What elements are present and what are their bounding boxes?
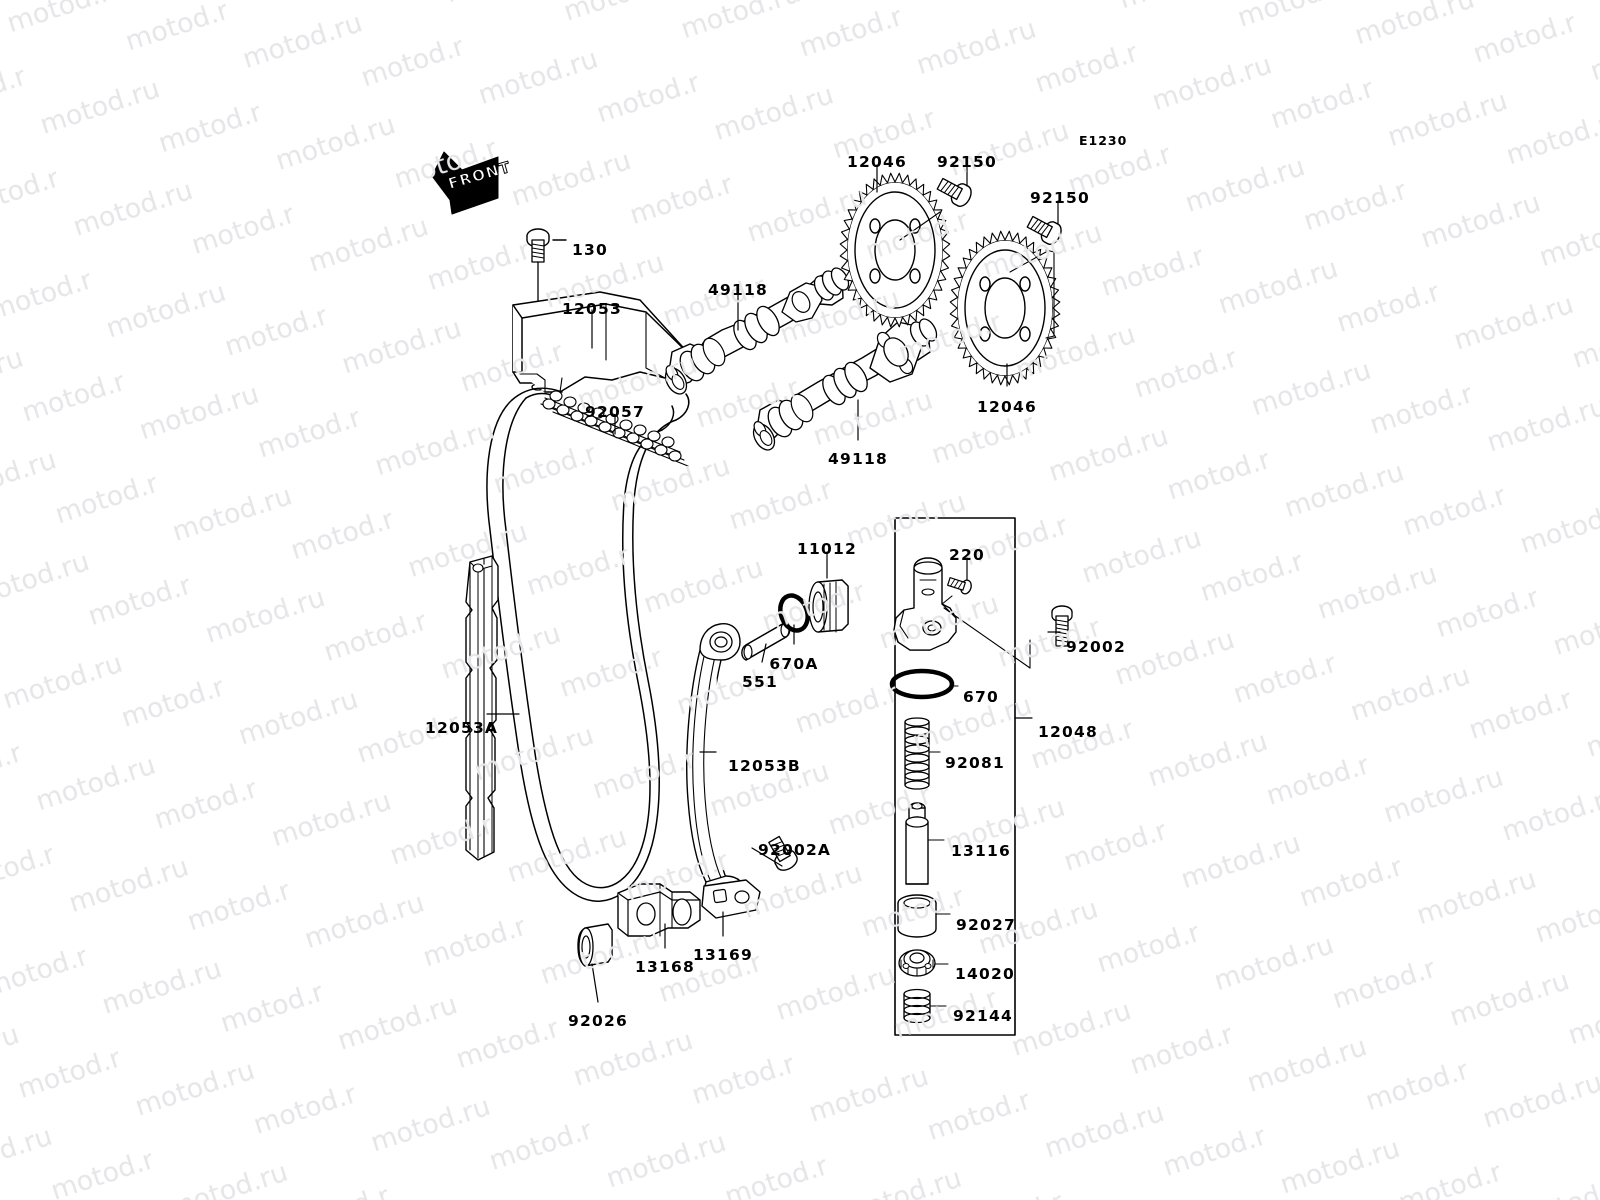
part-callout-670a: 670A xyxy=(769,655,819,673)
part-callout-49118: 49118 xyxy=(828,450,888,468)
part-callout-92026: 92026 xyxy=(568,1012,628,1030)
part-callout-551: 551 xyxy=(742,673,778,691)
part-callout-13169: 13169 xyxy=(693,946,753,964)
part-callout-92002: 92002 xyxy=(1066,638,1126,656)
part-callout-92144: 92144 xyxy=(953,1007,1013,1025)
part-callout-92150: 92150 xyxy=(937,153,997,171)
part-callout-130: 130 xyxy=(572,241,608,259)
part-callout-12053a: 12053A xyxy=(425,719,499,737)
part-callout-11012: 11012 xyxy=(797,540,857,558)
part-callout-92002a: 92002A xyxy=(758,841,832,859)
part-callout-670: 670 xyxy=(963,688,999,706)
part-callout-92027: 92027 xyxy=(956,916,1016,934)
part-callout-13116: 13116 xyxy=(951,842,1011,860)
part-callout-12048: 12048 xyxy=(1038,723,1098,741)
part-callout-12053b: 12053B xyxy=(728,757,801,775)
part-callout-12046: 12046 xyxy=(847,153,907,171)
part-callout-92081: 92081 xyxy=(945,754,1005,772)
part-callout-12053: 12053 xyxy=(562,300,622,318)
part-callout-14020: 14020 xyxy=(955,965,1015,983)
part-callout-92057: 92057 xyxy=(585,403,645,421)
part-callout-92150: 92150 xyxy=(1030,189,1090,207)
part-callout-49118: 49118 xyxy=(708,281,768,299)
part-callout-220: 220 xyxy=(949,546,985,564)
part-callout-12046: 12046 xyxy=(977,398,1037,416)
part-callout-13168: 13168 xyxy=(635,958,695,976)
